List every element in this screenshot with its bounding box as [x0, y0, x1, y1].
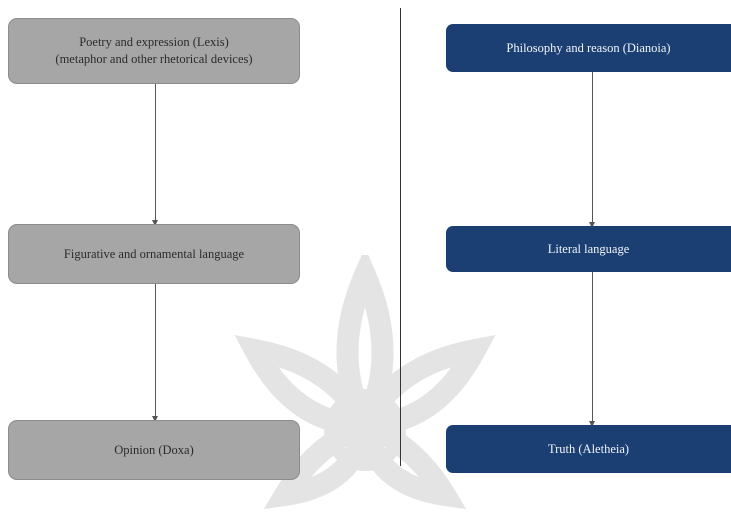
node-philosophy-reason: Philosophy and reason (Dianoia): [446, 24, 731, 72]
connector-arrow-left-top: [152, 84, 158, 226]
column-divider: [400, 8, 401, 466]
node-literal-language-label: Literal language: [547, 241, 630, 256]
connector-arrow-right-bottom: [589, 272, 595, 427]
node-poetry-expression-line2: (metaphor and other rhetorical devices): [55, 52, 253, 66]
node-philosophy-reason-label: Philosophy and reason (Dianoia): [506, 40, 671, 55]
node-poetry-expression-line1: Poetry and expression (Lexis): [79, 35, 229, 50]
node-truth: Truth (Aletheia): [446, 425, 731, 473]
node-truth-label: Truth (Aletheia): [547, 441, 630, 456]
node-figurative-language: Figurative and ornamental language: [8, 224, 300, 284]
node-literal-language: Literal language: [446, 226, 731, 272]
connector-arrow-right-top: [589, 72, 595, 228]
node-opinion: Opinion (Doxa): [8, 420, 300, 480]
node-figurative-language-label: Figurative and ornamental language: [63, 246, 245, 261]
node-poetry-expression: Poetry and expression (Lexis) (metaphor …: [8, 18, 300, 84]
connector-arrow-left-bottom: [152, 284, 158, 422]
node-opinion-label: Opinion (Doxa): [114, 442, 194, 457]
